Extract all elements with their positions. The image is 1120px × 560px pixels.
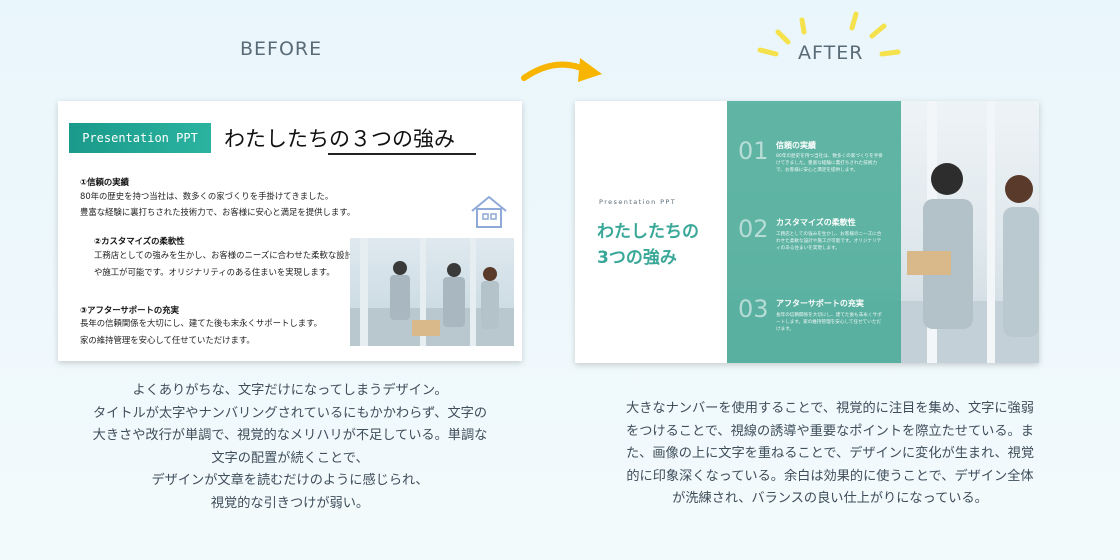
- before-item-line: 長年の信頼関係を大切にし、建てた後も末永くサポートします。: [80, 318, 323, 328]
- before-item-line: や施工が可能です。オリジナリティのある住まいを実現します。: [94, 267, 335, 277]
- after-item-heading: 信頼の実績: [776, 141, 816, 150]
- after-label: AFTER: [798, 42, 864, 64]
- caption-line: 視覚的な引きつけが弱い。: [210, 495, 370, 511]
- after-title-line2: 3つの強み: [597, 248, 677, 268]
- after-title-line1: わたしたちの: [597, 222, 699, 242]
- before-slide: Presentation PPT わたしたちの３つの強み ①信頼の実績 80年の…: [58, 101, 522, 361]
- before-photo: [350, 238, 514, 346]
- after-teal-overlay: [727, 101, 901, 363]
- caption-line: タイトルが太字やナンバリングされているにもかかわらず、文字の: [92, 405, 488, 421]
- before-title: わたしたちの３つの強み: [224, 127, 455, 151]
- caption-line: 的に印象深くなっている。余白は効果的に使うことで、デザイン全体: [626, 468, 1034, 484]
- caption-line: 大きさや改行が単調で、視覚的なメリハリが不足している。単調な: [92, 428, 488, 443]
- before-caption: よくありがちな、文字だけになってしまうデザイン。 タイトルが太字やナンバリングさ…: [30, 380, 550, 515]
- after-item-number: 03: [738, 295, 769, 323]
- after-slide: Presentation PPT わたしたちの 3つの強み 01 信頼の実績 8…: [575, 101, 1039, 363]
- caption-line: た、画像の上に文字を重ねることで、デザインに変化が生まれ、視覚: [625, 446, 1035, 461]
- sparkle-icon: [757, 11, 901, 57]
- before-item-line: 豊富な経験に裏打ちされた技術力で、お客様に安心と満足を提供します。: [80, 207, 356, 217]
- before-item-heading: ②カスタマイズの柔軟性: [94, 236, 185, 246]
- after-item-text: 80年の歴史を持つ当社は、数多くの家づくりを手掛けてきました。豊富な経験に裏打ち…: [776, 154, 883, 173]
- caption-line: よくありがちな、文字だけになってしまうデザイン。: [132, 383, 448, 398]
- after-item-heading: アフターサポートの充実: [776, 299, 864, 308]
- after-item-heading: カスタマイズの柔軟性: [776, 218, 856, 227]
- before-item-heading: ③アフターサポートの充実: [80, 305, 180, 315]
- house-icon: [471, 195, 507, 228]
- before-item-line: 家の維持管理を安心して任せていただけます。: [80, 335, 255, 345]
- after-item-number: 01: [738, 137, 769, 165]
- caption-line: をつけることで、視線の誘導や重要なポイントを際立たせている。ま: [626, 423, 1034, 439]
- after-item-text: 長年の信頼関係を大切にし、建てた後も末永くサポートします。家の維持管理を安心して…: [776, 313, 882, 332]
- before-title-underline: [328, 153, 476, 155]
- after-caption: 大きなナンバーを使用することで、視覚的に注目を集め、文字に強弱 をつけることで、…: [560, 398, 1100, 511]
- curved-arrow-icon: [521, 58, 602, 82]
- before-item-line: 工務店としての強みを生かし、お客様のニーズに合わせた柔軟な設計: [94, 250, 353, 260]
- before-item-line: 80年の歴史を持つ当社は、数多くの家づくりを手掛けてきました。: [80, 191, 334, 201]
- caption-line: 大きなナンバーを使用することで、視覚的に注目を集め、文字に強弱: [626, 401, 1034, 416]
- before-badge: Presentation PPT: [69, 123, 211, 153]
- after-item-text: 工務店としての強みを生かし、お客様のニーズに合わせた柔軟な設計や施工が可能です。…: [776, 232, 882, 251]
- caption-line: デザインが文章を読むだけのように感じられ、: [151, 473, 429, 488]
- after-item-number: 02: [738, 215, 769, 243]
- before-label: BEFORE: [240, 38, 323, 60]
- after-tag: Presentation PPT: [599, 198, 677, 206]
- caption-line: が洗練され、バランスの良い仕上がりになっている。: [672, 491, 988, 506]
- before-item-heading: ①信頼の実績: [80, 177, 129, 187]
- caption-line: 文字の配置が続くことで、: [211, 450, 369, 466]
